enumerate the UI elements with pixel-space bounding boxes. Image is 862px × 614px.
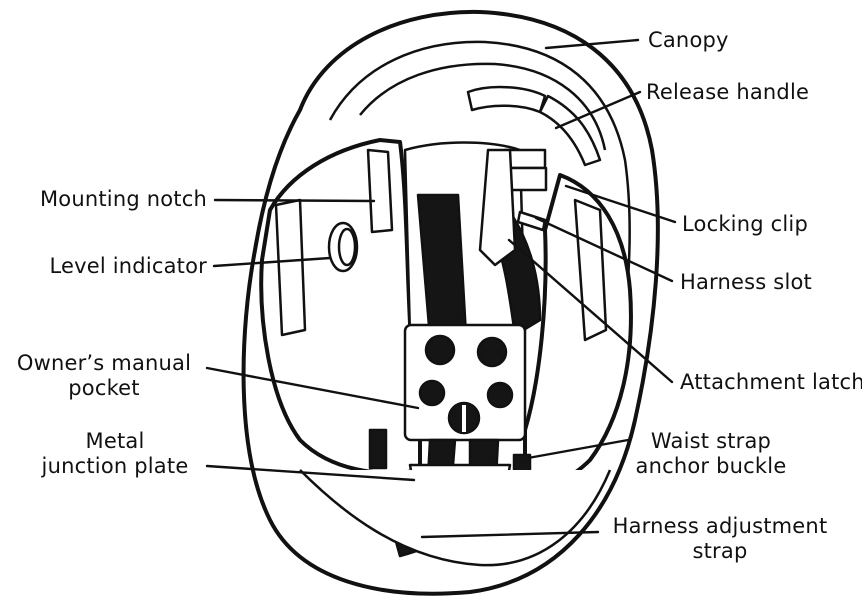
harness-adjustment-strap-line2: strap [600, 539, 840, 564]
leader-mounting-notch [215, 200, 374, 201]
metal-junction-plate-line1: Metal [30, 429, 200, 454]
label-mounting-notch: Mounting notch [0, 187, 207, 212]
owners-manual-pocket-line1: Owner’s manual [0, 351, 208, 376]
level-indicator-face [339, 229, 355, 265]
label-metal-junction-plate: Metal junction plate [30, 429, 200, 479]
label-waist-strap-anchor-buckle: Waist strap anchor buckle [620, 429, 802, 479]
owners-manual-pocket-line2: pocket [0, 376, 208, 401]
label-locking-clip: Locking clip [682, 212, 808, 237]
label-harness-slot: Harness slot [680, 270, 812, 295]
harness-adjustment-strap-line1: Harness adjustment [600, 514, 840, 539]
label-release-handle: Release handle [646, 80, 809, 105]
label-attachment-latch: Attachment latch [680, 370, 862, 395]
pocket-hole-2 [478, 338, 506, 366]
waist-strap-anchor-buckle-line1: Waist strap [620, 429, 802, 454]
mounting-notch [368, 150, 392, 232]
side-wing-left [276, 200, 305, 335]
pocket-hole-3 [420, 381, 444, 405]
label-level-indicator: Level indicator [0, 254, 207, 279]
metal-junction-plate-line2: junction plate [30, 454, 200, 479]
waist-strap-anchor-buckle-line2: anchor buckle [620, 454, 802, 479]
pocket-hole-1 [426, 336, 454, 364]
label-owners-manual-pocket: Owner’s manual pocket [0, 351, 208, 401]
label-canopy: Canopy [648, 28, 729, 53]
pocket-hole-4 [488, 383, 512, 407]
label-harness-adjustment-strap: Harness adjustment strap [600, 514, 840, 564]
locking-clip [510, 168, 546, 190]
waist-strap-anchor-left [370, 430, 386, 468]
